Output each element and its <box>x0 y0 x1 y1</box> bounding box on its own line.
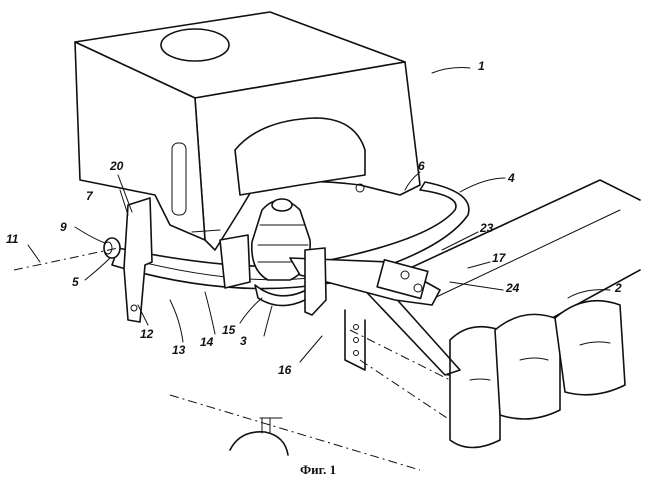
label-5: 5 <box>72 275 79 289</box>
axis-line <box>14 248 118 270</box>
label-13: 13 <box>172 343 186 357</box>
label-3: 3 <box>240 334 247 348</box>
label-17: 17 <box>492 251 507 265</box>
label-20: 20 <box>109 159 124 173</box>
label-16: 16 <box>278 363 292 377</box>
label-1: 1 <box>478 59 485 73</box>
label-2: 2 <box>614 281 622 295</box>
label-24: 24 <box>505 281 520 295</box>
label-9: 9 <box>60 220 67 234</box>
label-15: 15 <box>222 323 236 337</box>
label-23: 23 <box>479 221 494 235</box>
figure-caption: Фиг. 1 <box>300 462 336 477</box>
label-7: 7 <box>86 189 94 203</box>
label-11: 11 <box>6 232 19 246</box>
conveyor-drawing <box>170 180 640 470</box>
label-12: 12 <box>140 327 154 341</box>
label-6: 6 <box>418 159 425 173</box>
label-4: 4 <box>507 171 515 185</box>
label-14: 14 <box>200 335 214 349</box>
